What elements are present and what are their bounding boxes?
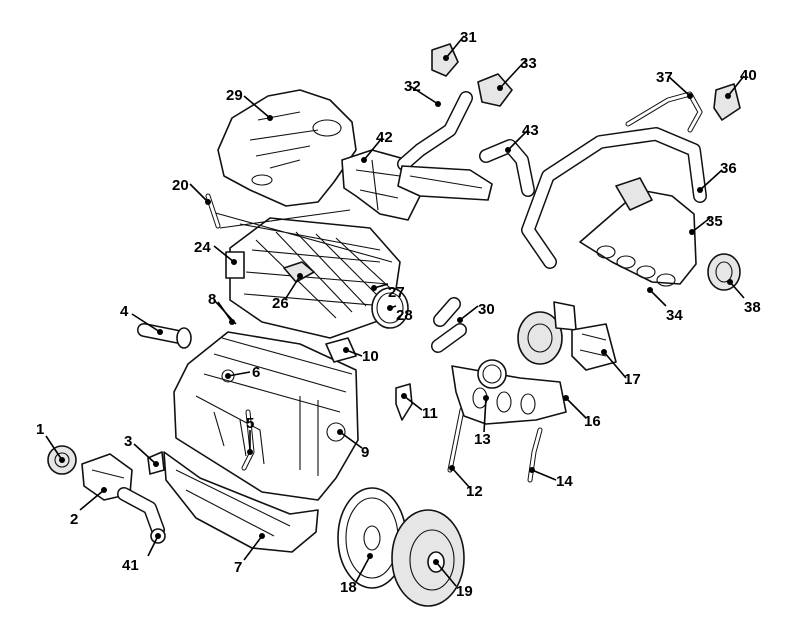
engine-block-drawing <box>173 331 359 501</box>
callout-13: 13 <box>474 431 491 448</box>
callout-5: 5 <box>246 415 254 432</box>
sensor-10-drawing <box>325 337 357 363</box>
callout-24: 24 <box>194 239 211 256</box>
callout-43: 43 <box>522 122 539 139</box>
callout-1: 1 <box>36 421 44 438</box>
turbocharger-drawing <box>517 301 617 371</box>
callout-14: 14 <box>556 473 573 490</box>
callout-40: 40 <box>740 67 757 84</box>
left-pump-group-drawing <box>47 445 166 544</box>
callout-10: 10 <box>362 348 379 365</box>
hood-harness-drawing <box>211 209 393 263</box>
callout-41: 41 <box>122 557 139 574</box>
egr-part-33-drawing <box>477 73 513 107</box>
callout-42: 42 <box>376 129 393 146</box>
callout-19: 19 <box>456 583 473 600</box>
callout-20: 20 <box>172 177 189 194</box>
callout-26: 26 <box>272 295 289 312</box>
exhaust-manifold-drawing <box>451 365 567 425</box>
oil-pipe-12-drawing <box>447 407 465 473</box>
callout-17: 17 <box>624 371 641 388</box>
oil-sump-drawing <box>163 451 319 553</box>
engine-cover-drawing <box>217 89 357 207</box>
sensor-11-drawing <box>395 383 413 421</box>
callout-18: 18 <box>340 579 357 596</box>
valve-38-drawing <box>707 253 741 291</box>
dipstick-tube-drawing <box>137 323 192 349</box>
callout-9: 9 <box>361 444 369 461</box>
callout-35: 35 <box>706 213 723 230</box>
callout-8: 8 <box>208 291 216 308</box>
callout-33: 33 <box>520 55 537 72</box>
callout-30: 30 <box>478 301 495 318</box>
callout-27: 27 <box>388 284 405 301</box>
callout-38: 38 <box>744 299 761 316</box>
cylinder-head-drawing <box>225 217 401 339</box>
callout-31: 31 <box>460 29 477 46</box>
callout-11: 11 <box>422 405 438 422</box>
callout-2: 2 <box>70 511 78 528</box>
callout-7: 7 <box>234 559 242 576</box>
callout-6: 6 <box>252 364 260 381</box>
callout-4: 4 <box>120 303 129 320</box>
vacuum-line-37-drawing <box>625 91 703 133</box>
egr-pipe-32-drawing <box>397 91 493 201</box>
clutch-drawing <box>391 509 465 607</box>
callout-34: 34 <box>666 307 683 324</box>
callout-37: 37 <box>656 69 673 86</box>
leader-dots <box>59 55 733 565</box>
callout-16: 16 <box>584 413 601 430</box>
callout-28: 28 <box>396 307 413 324</box>
callout-36: 36 <box>720 160 737 177</box>
intake-manifold-drawing <box>579 177 697 287</box>
callout-12: 12 <box>466 483 483 500</box>
hose-30-drawing <box>431 297 467 353</box>
intake-hose-36-drawing <box>521 127 707 269</box>
callout-32: 32 <box>404 78 421 95</box>
callout-3: 3 <box>124 433 132 450</box>
seal-13-drawing <box>477 359 507 389</box>
callout-labels: 1 2 3 4 5 6 7 8 9 10 11 12 13 14 16 17 1… <box>36 29 761 600</box>
egr-pipe-43-drawing <box>479 139 535 197</box>
callout-29: 29 <box>226 87 243 104</box>
sensor-40-drawing <box>713 83 741 121</box>
